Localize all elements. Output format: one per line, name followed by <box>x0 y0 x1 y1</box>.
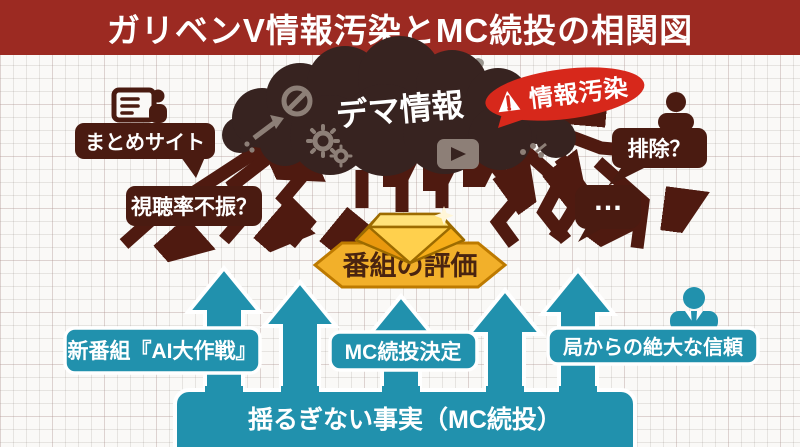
bubble-exclusion: 排除？ <box>608 128 707 186</box>
evaluation-banner: 番組の評価 <box>312 241 508 289</box>
arrow-zigzag-right1 <box>485 160 520 248</box>
bubble-ratings-label: 視聴率不振？ <box>130 195 257 219</box>
gears-icon <box>306 124 353 168</box>
video-play-icon <box>437 139 479 169</box>
bubble-ellipsis-label: … <box>593 184 623 217</box>
support-label-station-trust-text: 局からの絶大な信頼 <box>562 335 744 359</box>
foundation-bar: 揺るぎない事実（MC続投） <box>173 386 637 447</box>
warning-triangle-icon <box>498 91 521 113</box>
bubble-matome-site: まとめサイト <box>75 123 215 178</box>
arrow-far-right <box>593 157 643 249</box>
businessman-icon <box>670 287 718 331</box>
gem-sparkle-icon <box>434 206 454 226</box>
news-site-icon <box>111 87 167 123</box>
bubble-ratings-slump: 視聴率不振？ <box>126 186 262 226</box>
bubble-ellipsis: … <box>575 184 641 242</box>
support-arrow-4 <box>464 286 546 402</box>
sparkle-icon <box>520 142 547 158</box>
arrow-zigzag-left2 <box>275 155 316 244</box>
gem-icon <box>354 212 466 265</box>
support-label-station-trust: 局からの絶大な信頼 <box>546 326 760 366</box>
support-label-new-show-text: 新番組『AI大作戦』 <box>68 339 257 363</box>
bubble-exclusion-label: 排除？ <box>628 137 691 161</box>
person-icon <box>658 92 694 131</box>
alert-badge: 情報汚染 <box>485 67 645 121</box>
foundation-arrow-joins <box>205 386 597 400</box>
trending-up-icon <box>244 115 284 153</box>
prohibition-icon <box>281 85 313 117</box>
support-arrow-2 <box>259 278 341 402</box>
bubble-matome-label: まとめサイト <box>85 131 205 154</box>
foundation-label: 揺るぎない事実（MC続投） <box>248 405 562 434</box>
support-label-mc-decision-text: MC続投決定 <box>345 340 462 364</box>
support-label-mc-decision: MC続投決定 <box>328 330 479 372</box>
support-label-new-show: 新番組『AI大作戦』 <box>63 326 262 375</box>
